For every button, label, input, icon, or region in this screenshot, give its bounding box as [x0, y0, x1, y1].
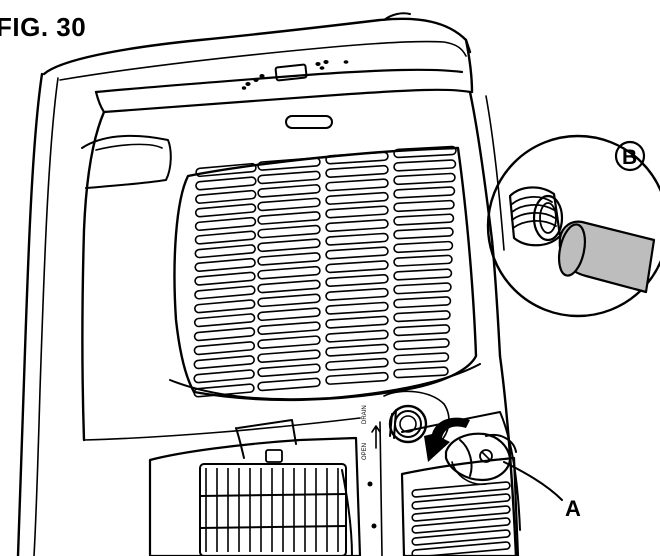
grille-slat	[257, 170, 321, 185]
lower-grille-slat	[411, 505, 511, 522]
control-panel	[241, 60, 349, 90]
leader-line-a	[503, 461, 563, 501]
grille-slat	[393, 268, 453, 281]
grille-slat	[257, 363, 321, 378]
grille-slat	[195, 176, 257, 191]
grille-slat	[193, 369, 255, 384]
grille-slat	[257, 238, 321, 253]
front-grille	[173, 145, 478, 402]
grille-slat	[257, 377, 321, 392]
grille-slat	[393, 282, 452, 295]
grille-slat	[325, 151, 389, 165]
lower-grille-slat	[411, 517, 511, 534]
lower-grille-slat	[411, 481, 511, 498]
drain-label-bottom: OPEN	[362, 443, 368, 460]
grille-slat	[193, 355, 255, 370]
twist-arrow	[424, 417, 470, 462]
grille-slat	[325, 205, 389, 219]
grille-slat	[325, 329, 389, 343]
grille-slat	[257, 224, 321, 239]
grille-slat	[393, 366, 449, 379]
grille-slat	[195, 189, 257, 204]
callout-b-label: B	[622, 146, 637, 169]
grille-slat	[325, 301, 389, 315]
grille-slat	[257, 197, 321, 212]
grille-slat	[325, 260, 389, 274]
grille-slat	[325, 343, 389, 357]
grille-slat	[193, 383, 255, 398]
drain-label-top: DRAIN	[362, 405, 368, 424]
filter-panel	[148, 419, 362, 556]
grille-slat	[393, 296, 452, 309]
lower-grille	[400, 456, 520, 556]
drain-hose	[557, 220, 656, 294]
grille-slat	[257, 293, 321, 308]
lower-grille-slats	[411, 481, 511, 556]
grille-slat	[325, 273, 389, 288]
grille-slat	[257, 321, 321, 336]
grille-slat	[325, 219, 389, 233]
grille-slat	[193, 341, 256, 356]
grille-slat	[257, 157, 321, 171]
grille-slat	[393, 324, 451, 337]
grille-slat	[194, 285, 256, 300]
grille-slat	[257, 265, 321, 280]
grille-slat	[257, 335, 321, 349]
grille-slat	[393, 145, 457, 159]
grille-slat	[194, 203, 257, 218]
grille-slat	[257, 349, 321, 364]
grille-slat	[194, 257, 256, 273]
drain-port: DRAIN OPEN	[362, 390, 450, 460]
grille-slat	[393, 159, 457, 172]
filter-mesh-rail	[199, 493, 347, 497]
grille-slat	[193, 313, 256, 328]
grille-slat	[195, 162, 257, 178]
label-a: A	[565, 496, 581, 521]
grille-slat	[325, 315, 389, 329]
grille-slat	[257, 211, 321, 225]
grille-slats	[193, 145, 457, 398]
lower-grille-slat	[411, 541, 511, 556]
grille-slat	[393, 240, 454, 254]
grille-slat	[194, 244, 256, 259]
grille-slat	[325, 232, 389, 246]
grille-slat	[393, 310, 451, 323]
grille-slat	[257, 279, 321, 294]
grille-slat	[325, 287, 389, 301]
lower-grille-slat	[411, 529, 511, 546]
grille-slat	[193, 327, 256, 342]
threaded-fitting	[508, 186, 564, 247]
unit-body	[16, 12, 521, 556]
grille-slat	[393, 352, 450, 365]
grille-slat	[393, 172, 456, 186]
grille-slat	[393, 199, 455, 213]
grille-slat	[257, 184, 321, 198]
grille-slat	[325, 371, 389, 385]
figure-title: FIG. 30	[0, 12, 87, 42]
filter-mesh-rail	[199, 525, 347, 529]
callout-detail-b: B	[486, 134, 660, 318]
grille-slat	[194, 230, 257, 245]
grille-slat	[393, 338, 450, 351]
grille-slat	[325, 164, 389, 178]
lower-grille-slat	[411, 493, 511, 510]
grille-slat	[194, 299, 256, 314]
grille-slat	[194, 216, 257, 232]
grille-slat	[393, 186, 456, 199]
grille-slat	[257, 307, 321, 322]
grille-slat	[257, 252, 321, 266]
grille-slat	[393, 254, 453, 267]
grille-slat	[325, 357, 389, 371]
grille-slat	[325, 191, 389, 205]
grille-slat	[393, 213, 455, 226]
grille-slat	[325, 178, 389, 192]
grille-slat	[194, 271, 256, 286]
grille-slat	[393, 227, 454, 240]
grille-slat	[325, 246, 389, 260]
filter-mesh	[199, 468, 347, 552]
